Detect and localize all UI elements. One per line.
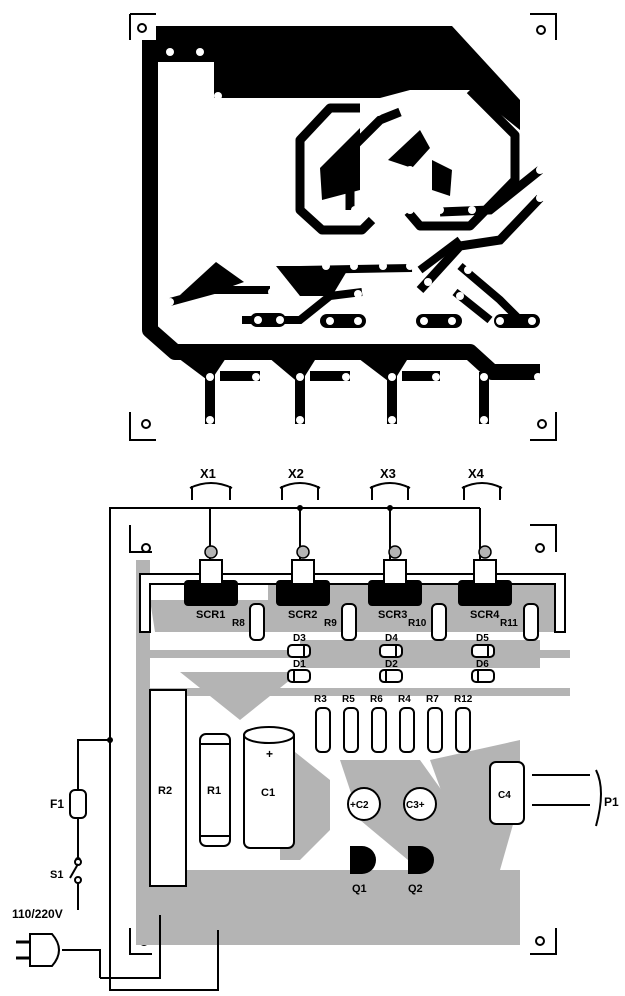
svg-text:C1: C1 [261, 787, 275, 799]
scr3: SCR3 [368, 545, 422, 621]
diode-d2: D2 [379, 659, 403, 683]
svg-text:SCR1: SCR1 [196, 609, 225, 621]
transistor-q1: Q1 [350, 846, 376, 895]
svg-text:+: + [266, 747, 273, 761]
resistor-r2: R2 [149, 689, 187, 887]
resistor-r8: R8 [232, 603, 265, 641]
svg-text:+C2: +C2 [350, 800, 369, 811]
svg-text:Q2: Q2 [408, 883, 423, 895]
wiring [62, 507, 590, 991]
svg-text:R12: R12 [454, 694, 473, 705]
resistor-r4: R4 [398, 694, 415, 753]
svg-text:R8: R8 [232, 618, 245, 629]
svg-text:R11: R11 [500, 618, 518, 629]
svg-text:R4: R4 [398, 694, 411, 705]
corner-mark-2-tl [129, 525, 152, 553]
svg-text:X1: X1 [200, 466, 216, 481]
svg-text:F1: F1 [50, 797, 64, 811]
svg-text:S1: S1 [50, 869, 63, 881]
diode-d5: D5 [471, 633, 495, 658]
svg-text:110/220V: 110/220V [12, 907, 63, 921]
svg-text:P1: P1 [604, 795, 619, 809]
component-layout: X1 X2 X3 X4 SCR1 SC [12, 466, 619, 991]
svg-text:R3: R3 [314, 694, 327, 705]
transistor-q2: Q2 [408, 846, 434, 895]
corner-mark-top-right [530, 13, 557, 40]
corner-mark-bottom-right [530, 412, 557, 441]
corner-mark-bottom-left [129, 412, 156, 441]
capacitor-c4: C4 [489, 761, 525, 825]
svg-text:X4: X4 [468, 466, 485, 481]
terminal-x3: X3 [369, 466, 411, 500]
corner-mark-2-tr [530, 524, 557, 552]
svg-text:D6: D6 [476, 659, 489, 670]
scr2: SCR2 [276, 545, 330, 621]
svg-text:SCR3: SCR3 [378, 609, 407, 621]
svg-text:D5: D5 [476, 633, 489, 644]
svg-text:R9: R9 [324, 618, 337, 629]
ground-trace [142, 40, 540, 380]
svg-text:D4: D4 [385, 633, 398, 644]
diode-d3: D3 [287, 633, 311, 658]
terminal-x4: X4 [461, 466, 503, 500]
diode-d1: D1 [287, 659, 311, 683]
svg-text:C4: C4 [498, 790, 511, 801]
corner-mark-2-bl [129, 928, 152, 955]
resistor-r11: R11 [500, 603, 539, 641]
capacitor-c2: +C2 [347, 787, 381, 821]
resistor-r5: R5 [342, 694, 359, 753]
svg-text:D1: D1 [293, 659, 306, 670]
scr4: SCR4 [458, 545, 512, 621]
scr1: SCR1 [184, 545, 238, 621]
capacitor-c1: + C1 [243, 726, 295, 849]
svg-text:X3: X3 [380, 466, 396, 481]
resistor-r9: R9 [324, 603, 357, 641]
resistor-r12: R12 [454, 694, 473, 753]
svg-text:SCR2: SCR2 [288, 609, 317, 621]
heatsink-bracket [139, 573, 566, 633]
svg-text:R7: R7 [426, 694, 439, 705]
fuse-f1: F1 [50, 789, 87, 819]
svg-text:R1: R1 [207, 785, 221, 797]
resistor-r7: R7 [426, 694, 443, 753]
diode-d6: D6 [471, 659, 495, 683]
resistor-r10: R10 [408, 603, 447, 641]
resistor-r1: R1 [199, 733, 231, 847]
copper-layout [129, 13, 557, 441]
switch-s1: S1 [50, 858, 82, 884]
svg-text:D3: D3 [293, 633, 306, 644]
svg-text:X2: X2 [288, 466, 304, 481]
terminal-x2: X2 [279, 466, 321, 500]
svg-text:D2: D2 [385, 659, 398, 670]
corner-mark-2-br [530, 928, 557, 955]
mains-plug: 110/220V [12, 907, 63, 967]
diode-d4: D4 [379, 633, 403, 658]
terminal-p1: P1 [595, 769, 619, 827]
svg-text:SCR4: SCR4 [470, 609, 500, 621]
svg-text:Q1: Q1 [352, 883, 367, 895]
top-copper-pour [156, 26, 520, 130]
capacitor-c3: C3+ [403, 787, 437, 821]
svg-text:C3+: C3+ [406, 800, 425, 811]
corner-mark-top-left [129, 13, 156, 40]
terminal-x1: X1 [189, 466, 233, 500]
svg-text:R5: R5 [342, 694, 355, 705]
svg-text:R6: R6 [370, 694, 383, 705]
svg-text:R10: R10 [408, 618, 427, 629]
resistor-r6: R6 [370, 694, 387, 753]
resistor-r3: R3 [314, 694, 331, 753]
loop-trace-left [295, 103, 376, 235]
svg-text:R2: R2 [158, 785, 172, 797]
